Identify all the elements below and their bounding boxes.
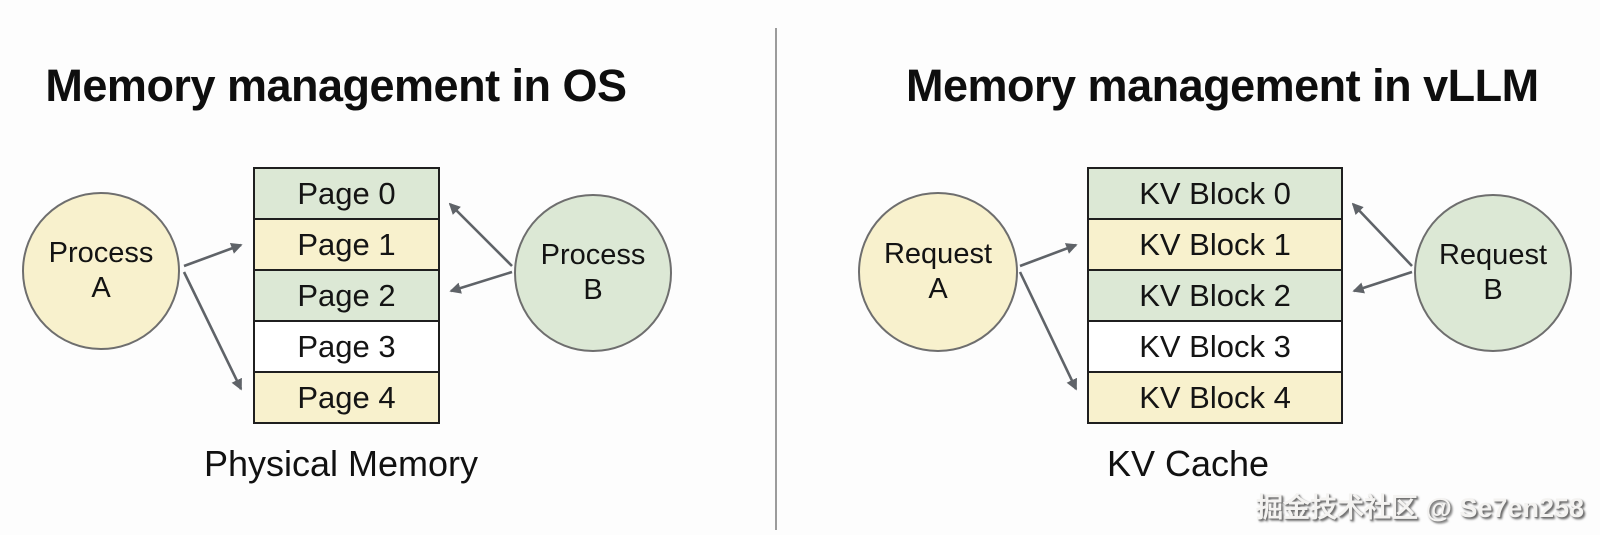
page-cell-1-label: Page 1 <box>297 226 396 262</box>
page-cell-2-label: Page 2 <box>297 277 396 313</box>
process-a-label-line2: A <box>91 272 111 304</box>
kv-block-cell-3-label: KV Block 3 <box>1139 328 1291 364</box>
request-b-label-line1: Request <box>1438 239 1547 271</box>
page-cell-0-label: Page 0 <box>297 175 396 211</box>
kv-block-cell-1-label: KV Block 1 <box>1139 226 1291 262</box>
process-a-label-line1: Process <box>48 237 154 269</box>
page-cell-2: Page 2 <box>255 271 438 322</box>
process-b-label-line1: Process <box>540 239 646 271</box>
page-cell-3-label: Page 3 <box>297 328 396 364</box>
request-b-label-line2: B <box>1483 274 1503 306</box>
arrow-request-b-to-kv-block-2 <box>1352 270 1413 294</box>
page-cell-4: Page 4 <box>255 373 438 422</box>
process-b-label-line2: B <box>583 274 603 306</box>
kv-block-cell-4-label: KV Block 4 <box>1139 379 1291 415</box>
kv-cache-stack: KV Block 0 KV Block 1 KV Block 2 KV Bloc… <box>1087 167 1343 424</box>
request-b-circle: Request B <box>1414 194 1572 352</box>
arrow-process-a-to-page-4 <box>182 271 243 391</box>
request-a-label-line1: Request <box>883 238 992 270</box>
kv-block-cell-2-label: KV Block 2 <box>1139 277 1291 313</box>
arrow-request-b-to-kv-block-0 <box>1351 202 1413 267</box>
watermark: 掘金技术社区 @ Se7en258 <box>1256 493 1584 523</box>
kv-block-cell-0: KV Block 0 <box>1089 169 1341 220</box>
page-cell-3: Page 3 <box>255 322 438 373</box>
request-a-circle: Request A <box>858 192 1018 352</box>
left-panel-caption: Physical Memory <box>203 443 479 484</box>
page-cell-4-label: Page 4 <box>297 379 396 415</box>
kv-block-cell-1: KV Block 1 <box>1089 220 1341 271</box>
arrow-process-b-to-page-2 <box>449 270 513 294</box>
kv-block-cell-3: KV Block 3 <box>1089 322 1341 373</box>
arrow-request-a-to-kv-block-1 <box>1019 243 1078 268</box>
page-cell-0: Page 0 <box>255 169 438 220</box>
kv-block-cell-2: KV Block 2 <box>1089 271 1341 322</box>
page-cell-1: Page 1 <box>255 220 438 271</box>
physical-memory-stack: Page 0 Page 1 Page 2 Page 3 Page 4 <box>253 167 440 424</box>
panel-divider <box>775 28 777 530</box>
arrow-process-a-to-page-1 <box>183 242 243 268</box>
right-panel-caption: KV Cache <box>1106 443 1270 484</box>
process-a-circle: Process A <box>22 192 180 350</box>
right-panel-title: Memory management in vLLM <box>906 60 1539 111</box>
process-b-circle: Process B <box>514 194 672 352</box>
kv-block-cell-0-label: KV Block 0 <box>1139 175 1291 211</box>
kv-block-cell-4: KV Block 4 <box>1089 373 1341 422</box>
arrow-process-b-to-page-0 <box>448 202 513 267</box>
arrow-request-a-to-kv-block-4 <box>1018 271 1078 391</box>
request-a-label-line2: A <box>928 273 948 305</box>
left-panel-title: Memory management in OS <box>45 60 627 111</box>
